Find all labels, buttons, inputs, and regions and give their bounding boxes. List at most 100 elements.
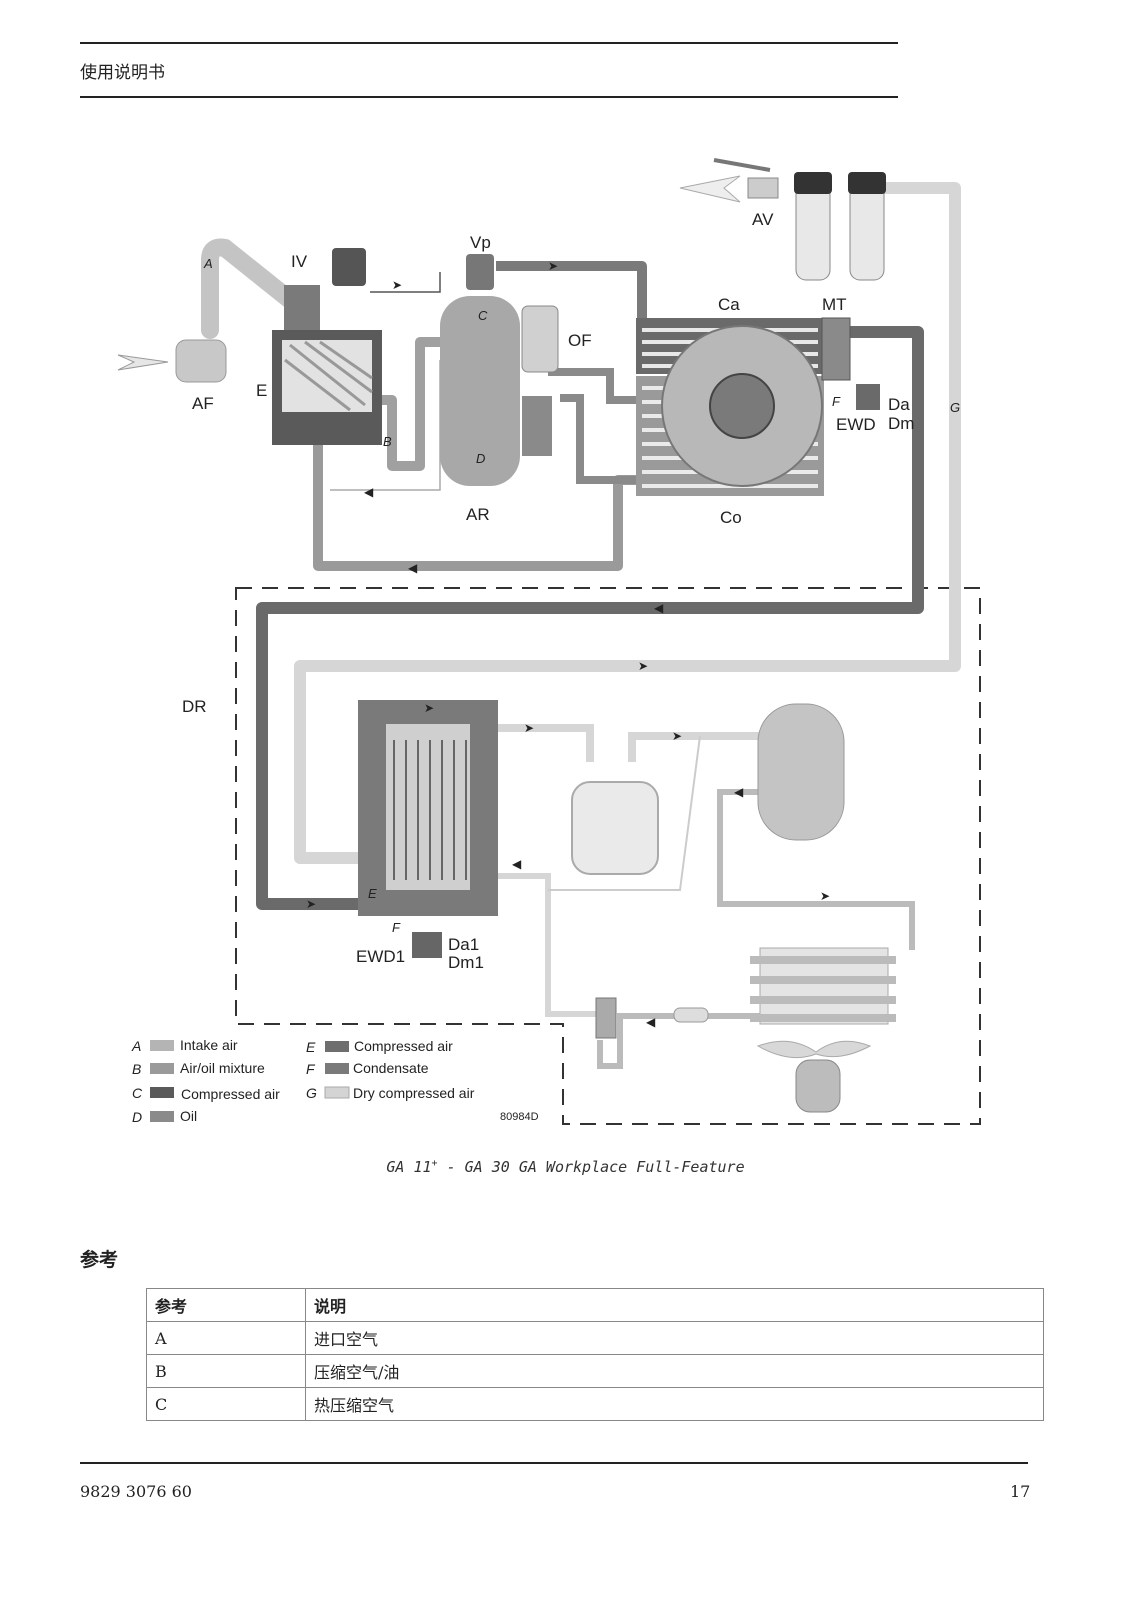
label-dm1: Dm1 [448, 953, 484, 972]
label-dm: Dm [888, 414, 914, 433]
table-cell-desc: 压缩空气/油 [305, 1354, 1044, 1388]
label-flow-c: C [478, 308, 488, 323]
air-filter [175, 339, 227, 383]
legend-swatch-e [325, 1041, 349, 1052]
solenoid-valve [332, 248, 366, 286]
footer-doc-number: 9829 3076 60 [80, 1482, 192, 1501]
label-co: Co [720, 508, 742, 527]
label-flow-d: D [476, 451, 485, 466]
moisture-trap [821, 317, 851, 381]
label-ewd: EWD [836, 415, 876, 434]
label-dr: DR [182, 697, 207, 716]
label-flow-f-dryer: F [392, 920, 401, 935]
svg-text:◀: ◀ [512, 857, 522, 871]
legend-swatch-b [150, 1063, 174, 1074]
pipe-oil-cooler [548, 368, 640, 404]
dryer-refrigerant-3 [597, 1013, 760, 1069]
svg-text:➤: ➤ [424, 701, 434, 715]
label-ca: Ca [718, 295, 740, 314]
label-av: AV [752, 210, 774, 229]
label-da: Da [888, 395, 910, 414]
filter-drier [673, 1007, 709, 1023]
outlet-filter-2-head [848, 172, 886, 194]
pipe-oil-cooler-2 [560, 394, 640, 484]
label-e: E [256, 381, 267, 400]
svg-text:◀: ◀ [734, 785, 744, 799]
condenser-fan-blades [756, 1040, 872, 1059]
legend-swatch-g [324, 1086, 350, 1099]
legend-swatch-c [150, 1087, 174, 1098]
table-cell-ref: A [146, 1321, 306, 1355]
fan-motor [709, 373, 775, 439]
compressor-flow-diagram: ➤➤◀ ◀➤➤ ➤➤◀ ◀➤➤ ◀◀ AV Vp IV Ca MT OF AF … [117, 158, 981, 1125]
valve-handle [713, 158, 771, 172]
outlet-valve [747, 177, 779, 199]
pipe-dry-air [294, 182, 961, 864]
table-row: A 进口空气 [146, 1321, 1044, 1355]
dryer-pipe-to-vessel [628, 732, 760, 762]
pipe-intake [201, 238, 299, 339]
diagram-code: 80984D [500, 1111, 539, 1123]
label-mt: MT [822, 295, 847, 314]
control-line [370, 272, 441, 293]
dryer-exchanger-inner [386, 724, 470, 890]
svg-text:➤: ➤ [524, 721, 534, 735]
table-header-ref: 参考 [146, 1288, 306, 1322]
legend-swatch-a [150, 1040, 174, 1051]
dryer-refrigerant-2 [717, 789, 915, 950]
legend-label-a: Intake air [180, 1037, 238, 1053]
label-flow-a: A [203, 256, 213, 271]
dryer-pipe-out [498, 724, 594, 762]
label-flow-g: G [950, 400, 960, 415]
dryer-drain-ewd1 [412, 932, 442, 958]
legend-label-d: Oil [180, 1108, 197, 1124]
legend-key-g: G [306, 1085, 317, 1101]
legend-label-b: Air/oil mixture [180, 1060, 265, 1076]
legend-key-d: D [132, 1109, 142, 1125]
outlet-filter-1-head [794, 172, 832, 194]
legend-swatch-d [150, 1111, 174, 1122]
label-ar: AR [466, 505, 490, 524]
figure-caption: GA 11+ - GA 30 GA Workplace Full-Feature [0, 1158, 1131, 1176]
outlet-arrow [679, 175, 741, 203]
caption-model: GA 11 [386, 1158, 432, 1176]
header-top-rule [80, 42, 898, 44]
dryer-boundary [235, 587, 981, 1125]
label-af: AF [192, 394, 214, 413]
caption-rest: - GA 30 GA Workplace Full-Feature [437, 1158, 745, 1176]
header-bottom-rule [80, 96, 898, 98]
svg-text:➤: ➤ [672, 729, 682, 743]
intake-arrow [117, 354, 169, 371]
legend: A Intake air B Air/oil mixture C Compres… [131, 1037, 539, 1125]
header-title: 使用说明书 [80, 63, 165, 83]
dryer-thin-line [548, 735, 701, 891]
legend-label-c: Compressed air [181, 1086, 280, 1102]
table-cell-desc: 进口空气 [305, 1321, 1044, 1355]
legend-swatch-f [325, 1063, 349, 1074]
label-flow-f: F [832, 394, 841, 409]
svg-text:◀: ◀ [408, 561, 418, 575]
legend-key-f: F [306, 1061, 316, 1077]
svg-text:➤: ➤ [638, 659, 648, 673]
thermostatic-valve [522, 396, 552, 456]
legend-label-e: Compressed air [354, 1038, 453, 1054]
table-cell-desc: 热压缩空气 [305, 1387, 1044, 1421]
svg-text:◀: ◀ [646, 1015, 656, 1029]
refrigerant-compressor-valve [595, 997, 617, 1039]
oil-filter [521, 305, 559, 373]
pipe-hot-air [496, 261, 647, 318]
svg-text:◀: ◀ [654, 601, 664, 615]
pipe-compressed-to-dryer [256, 326, 924, 910]
condenser-fan-motor [795, 1059, 841, 1113]
legend-label-f: Condensate [353, 1060, 429, 1076]
caption-sup: + [431, 1158, 438, 1169]
legend-key-b: B [132, 1061, 141, 1077]
svg-text:➤: ➤ [306, 897, 316, 911]
section-title: 参考 [80, 1249, 119, 1271]
flow-arrows: ➤➤◀ ◀➤➤ ➤➤◀ ◀➤➤ ◀◀ [306, 259, 830, 1029]
drain-ewd [856, 384, 880, 410]
legend-key-c: C [132, 1085, 143, 1101]
reference-table: 参考 说明 A 进口空气 B 压缩空气/油 C 热压缩空气 [146, 1288, 1044, 1421]
rotor-lines [284, 340, 373, 412]
label-vp: Vp [470, 233, 491, 252]
